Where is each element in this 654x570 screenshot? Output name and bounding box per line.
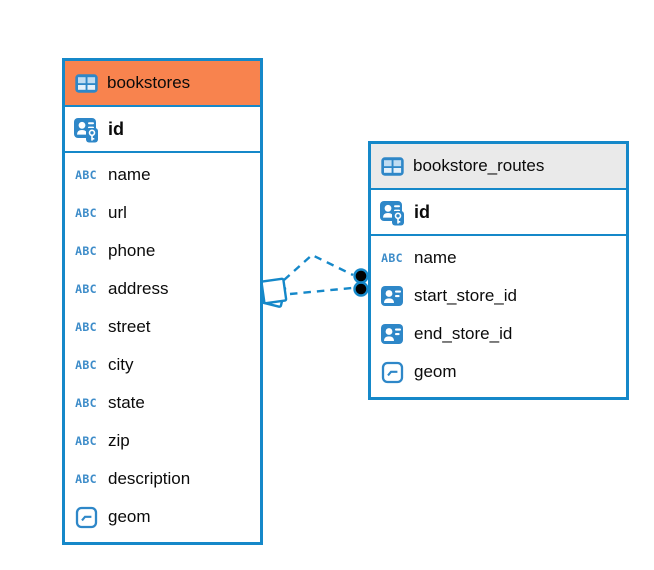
reference-icon <box>379 284 405 308</box>
column-name: url <box>108 203 127 222</box>
geometry-icon <box>73 506 99 529</box>
column-row-geom[interactable]: geom <box>65 498 260 536</box>
column-name: id <box>108 118 124 139</box>
column-row-name[interactable]: ABC name <box>371 239 626 277</box>
primary-key-icon <box>73 116 99 143</box>
text-icon: ABC <box>75 396 97 410</box>
column-row-geom[interactable]: geom <box>371 353 626 391</box>
column-row-url[interactable]: ABC url <box>65 194 260 232</box>
relationship-endpoint-dot[interactable] <box>353 268 369 284</box>
text-icon: ABC <box>75 168 97 182</box>
column-row-description[interactable]: ABC description <box>65 460 260 498</box>
column-name: street <box>108 317 151 336</box>
column-row-name[interactable]: ABC name <box>65 156 260 194</box>
text-icon: ABC <box>75 434 97 448</box>
relationship-endpoint-dot[interactable] <box>353 281 369 297</box>
table-title: bookstores <box>107 73 191 92</box>
text-icon: ABC <box>75 282 97 296</box>
text-icon: ABC <box>75 206 97 220</box>
column-name: geom <box>108 507 151 526</box>
column-name: address <box>108 279 169 298</box>
column-row-state[interactable]: ABC state <box>65 384 260 422</box>
column-row-street[interactable]: ABC street <box>65 308 260 346</box>
table-header[interactable]: bookstore_routes <box>371 144 626 190</box>
column-row-end_store_id[interactable]: end_store_id <box>371 315 626 353</box>
primary-key-icon <box>379 199 405 226</box>
column-name: zip <box>108 431 130 450</box>
column-row-start_store_id[interactable]: start_store_id <box>371 277 626 315</box>
column-name: id <box>414 201 430 222</box>
column-name: start_store_id <box>414 286 517 305</box>
column-row-phone[interactable]: ABC phone <box>65 232 260 270</box>
column-name: geom <box>414 362 457 381</box>
table-icon <box>379 156 405 177</box>
column-name: end_store_id <box>414 324 513 343</box>
reference-icon <box>379 322 405 346</box>
column-name: phone <box>108 241 156 260</box>
relationship-line[interactable] <box>283 253 354 281</box>
text-icon: ABC <box>75 244 97 258</box>
text-icon: ABC <box>75 358 97 372</box>
table-title: bookstore_routes <box>413 156 545 175</box>
column-name: name <box>108 165 151 184</box>
column-row-zip[interactable]: ABC zip <box>65 422 260 460</box>
text-icon: ABC <box>381 251 403 265</box>
relationship-line[interactable] <box>289 286 353 296</box>
column-name: city <box>108 355 134 374</box>
text-icon: ABC <box>75 320 97 334</box>
table-header[interactable]: bookstores <box>65 61 260 107</box>
table-columns: ABC name start_store_id end_store_id geom <box>371 236 626 397</box>
column-row-address[interactable]: ABC address <box>65 270 260 308</box>
column-row-city[interactable]: ABC city <box>65 346 260 384</box>
column-name: description <box>108 469 191 488</box>
column-name: name <box>414 248 457 267</box>
column-row-id[interactable]: id <box>371 190 626 236</box>
geometry-icon <box>379 361 405 384</box>
text-icon: ABC <box>75 472 97 486</box>
column-name: state <box>108 393 145 412</box>
table-icon <box>73 73 99 94</box>
relationship-source-symbol[interactable] <box>260 277 288 308</box>
column-row-id[interactable]: id <box>65 107 260 153</box>
